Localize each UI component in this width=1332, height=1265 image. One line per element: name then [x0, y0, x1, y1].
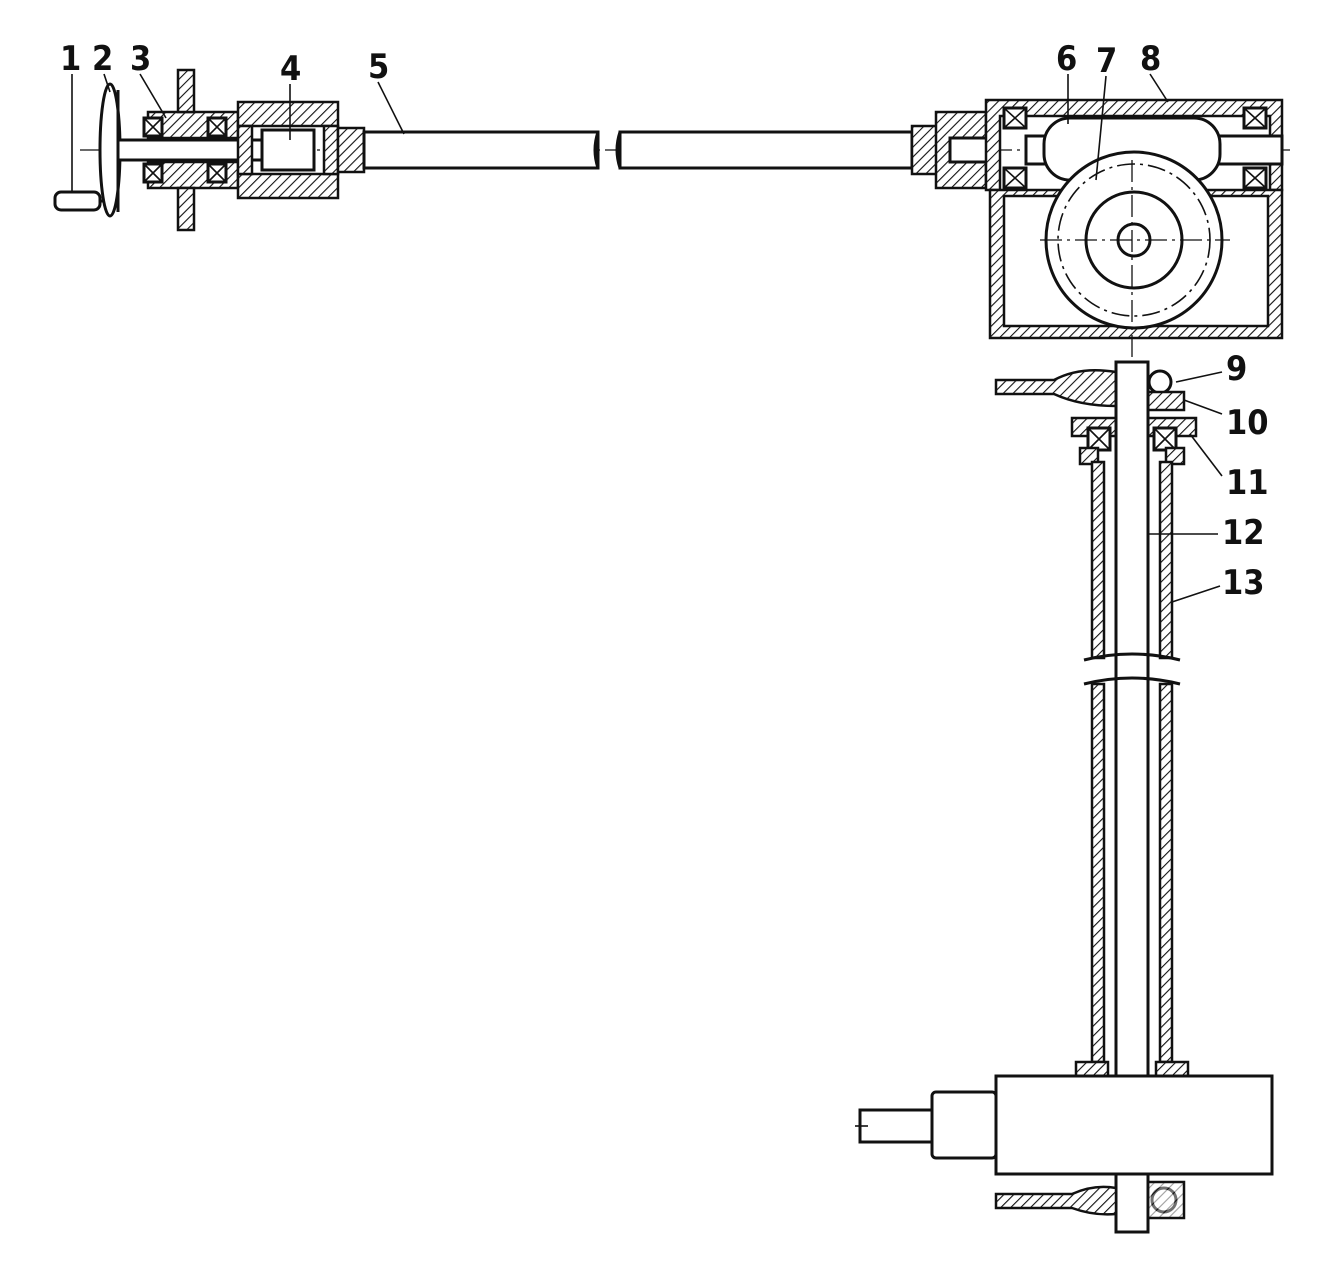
tube-break-top: [1083, 652, 1181, 662]
tube-break-bottom: [1083, 676, 1181, 686]
coupling-sleeve: [336, 126, 366, 174]
callouts: 1 2 3 4 5 6 7 8 9 10 11 12 13: [60, 39, 1269, 603]
tube-right-lower: [1158, 682, 1174, 1064]
output-shaft: [858, 1108, 934, 1144]
horizontal-assembly: [53, 68, 1290, 232]
shaft-break-left: [593, 131, 600, 169]
callout-7: 7: [1096, 41, 1117, 81]
ball-joint: [1147, 369, 1173, 395]
tube-left-upper: [1090, 460, 1106, 660]
input-shaft: [116, 138, 280, 162]
callout-8: 8: [1140, 39, 1161, 79]
mounting-plate-top: [176, 68, 196, 114]
flange-collar-right: [1164, 446, 1186, 466]
tube-base-left: [1074, 1060, 1110, 1078]
vertical-assembly: [855, 160, 1274, 1235]
lower-arm: [994, 1185, 1118, 1216]
callout-3: 3: [130, 39, 151, 79]
tube-base-right: [1154, 1060, 1190, 1078]
callout-10: 10: [1226, 403, 1269, 443]
callout-13: 13: [1222, 563, 1265, 603]
handle: [53, 190, 102, 212]
lower-ball-housing: [1146, 1180, 1186, 1220]
right-coupling-bore: [948, 136, 992, 164]
callout-12: 12: [1222, 513, 1265, 553]
coupling-inner: [260, 128, 316, 172]
mounting-plate-bottom: [176, 186, 196, 232]
lower-block-boss: [930, 1090, 998, 1160]
lower-block: [994, 1074, 1274, 1176]
worm-gearbox: [984, 98, 1284, 340]
leader-lines: [71, 73, 1223, 603]
callout-4: 4: [280, 49, 301, 89]
callout-1: 1: [60, 39, 81, 79]
callout-11: 11: [1226, 463, 1269, 503]
coupling-end-right: [322, 124, 340, 176]
long-shaft-left: [362, 130, 600, 170]
coupling-outer-top: [236, 100, 340, 128]
tube-left-lower: [1090, 682, 1106, 1064]
coupling-outer-bottom: [236, 172, 340, 200]
upper-arm: [994, 368, 1118, 408]
callout-5: 5: [368, 47, 389, 87]
flange-collar-left: [1078, 446, 1100, 466]
callout-2: 2: [92, 39, 113, 79]
tube-right-upper: [1158, 460, 1174, 660]
ball-housing: [1146, 390, 1186, 412]
shaft-break-right: [615, 131, 622, 169]
long-shaft-right: [618, 130, 914, 170]
callout-6: 6: [1056, 39, 1077, 79]
coupling-end-left: [236, 124, 254, 176]
callout-9: 9: [1226, 349, 1247, 389]
